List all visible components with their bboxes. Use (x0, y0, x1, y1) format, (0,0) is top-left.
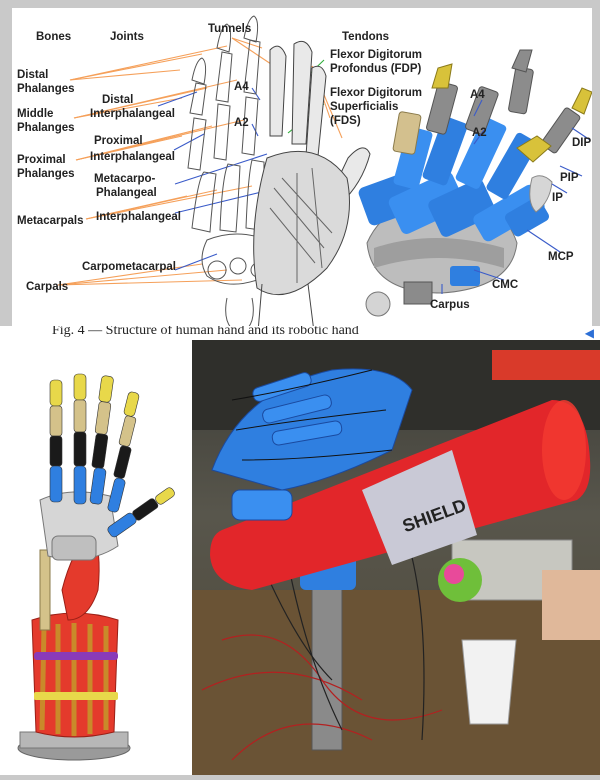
caption-arrow-icon: ◀ (584, 326, 594, 340)
robot-label-dip: DIP (572, 137, 592, 149)
header-tunnels: Tunnels (208, 23, 251, 35)
label-fds-2: Superficialis (330, 101, 398, 113)
header-bones: Bones (36, 31, 71, 43)
label-tunnel-a4: A4 (234, 81, 249, 93)
label-distal-interphalangeal-1: Distal (102, 94, 133, 106)
label-middle-phalanges-2: Phalanges (17, 122, 75, 134)
robot-label-a2: A2 (472, 127, 487, 139)
cad-hand-render (17, 373, 175, 761)
label-fds-1: Flexor Digitorum (330, 87, 422, 99)
label-tunnel-a2: A2 (234, 117, 249, 129)
label-metacarpophalangeal-2: Phalangeal (96, 187, 157, 199)
robot-label-ip: IP (552, 192, 563, 204)
label-interphalangeal: Interphalangeal (96, 211, 181, 223)
label-fdp-2: Profondus (FDP) (330, 63, 422, 75)
label-fdp-1: Flexor Digitorum (330, 49, 422, 61)
label-fds-3: (FDS) (330, 115, 361, 127)
label-metacarpals: Metacarpals (17, 215, 83, 227)
robot-label-mcp: MCP (548, 251, 574, 263)
robotic-hand-render (358, 49, 593, 317)
label-proximal-interphalangeal-1: Proximal (94, 135, 143, 147)
robot-label-cmc: CMC (492, 279, 518, 291)
anatomy-figure: Bones Joints Tunnels Tendons Distal Phal… (17, 15, 593, 333)
label-carpals: Carpals (26, 281, 68, 293)
label-distal-phalanges-2: Phalanges (17, 83, 75, 95)
header-joints: Joints (110, 31, 144, 43)
robot-label-pip: PIP (560, 172, 579, 184)
label-proximal-phalanges-2: Phalanges (17, 168, 75, 180)
robot-label-carpus: Carpus (430, 299, 470, 311)
label-middle-phalanges-1: Middle (17, 108, 53, 120)
label-distal-phalanges-1: Distal (17, 69, 48, 81)
figure-caption: Fig. 4 — Structure of human hand and its… (52, 326, 359, 338)
label-carpometacarpal: Carpometacarpal (82, 261, 176, 273)
header-tendons: Tendons (342, 31, 389, 43)
prototype-photo-panel: SHIELD (192, 340, 600, 775)
robot-leader-lines (441, 99, 591, 294)
cad-hand-render-panel (0, 340, 192, 775)
robot-label-a4: A4 (470, 89, 485, 101)
prototype-photo: SHIELD (192, 340, 600, 775)
label-proximal-interphalangeal-2: Interphalangeal (90, 151, 175, 163)
label-distal-interphalangeal-2: Interphalangeal (90, 108, 175, 120)
hand-tendon-drawing (253, 40, 371, 333)
figure-caption-strip: Fig. 4 — Structure of human hand and its… (0, 326, 600, 340)
label-proximal-phalanges-1: Proximal (17, 154, 66, 166)
anatomy-figure-panel: Bones Joints Tunnels Tendons Distal Phal… (12, 8, 593, 333)
label-metacarpophalangeal-1: Metacarpo- (94, 173, 156, 185)
